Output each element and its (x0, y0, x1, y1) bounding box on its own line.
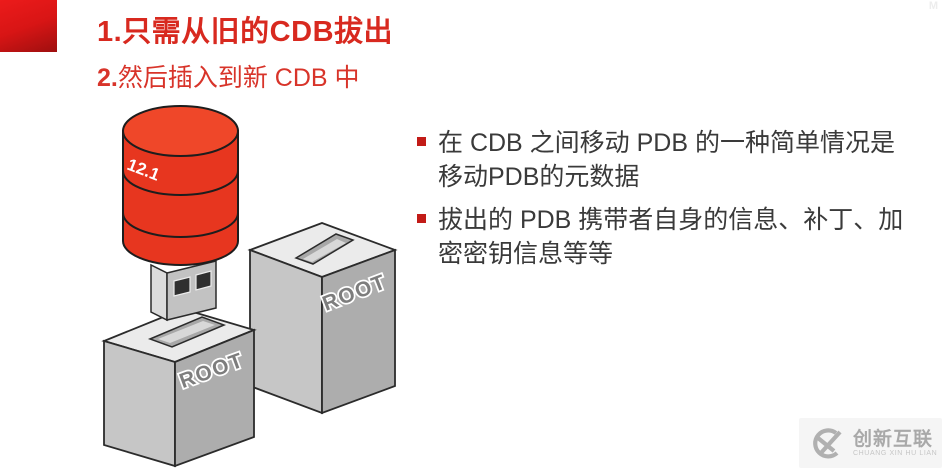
pdb-cylinder: 12.1 (122, 105, 239, 266)
bullet-2-line-1: 拔出的 PDB 携带者自身的信息、补丁、加 (438, 206, 904, 234)
usb-connector (150, 260, 217, 322)
usb-left-face (150, 263, 168, 322)
red-corner-block (0, 0, 57, 52)
pdb-unplug-diagram: ROOT ROOT ROOT ROOT 12.1 (101, 105, 398, 468)
box-right-left-face (249, 248, 323, 415)
bullet-text-2: 拔出的 PDB 携带者自身的信息、补丁、加 密密钥信息等等 (438, 203, 903, 271)
chuangxin-logo-icon (813, 428, 842, 459)
watermark-subtitle: CHUANG XIN HU LIAN (853, 450, 938, 457)
bullet-1-line-1: 在 CDB 之间移动 PDB 的一种简单情况是 (438, 129, 895, 157)
cylinder-body (122, 130, 239, 266)
box-right-front-face (321, 248, 396, 415)
watermark-text: 创新互联 CHUANG XIN HU LIAN (853, 429, 937, 457)
bullet-item-2: 拔出的 PDB 携带者自身的信息、补丁、加 密密钥信息等等 (413, 203, 942, 271)
subtitle-number: 2. (97, 64, 118, 92)
bullet-marker (417, 214, 426, 223)
bullet-marker (417, 137, 426, 146)
watermark: 创新互联 CHUANG XIN HU LIAN (799, 418, 942, 468)
bullet-text-1: 在 CDB 之间移动 PDB 的一种简单情况是 移动PDB的元数据 (438, 126, 895, 194)
cdb-box-right: ROOT ROOT (247, 222, 398, 415)
box-left-front-face (174, 328, 255, 468)
box-left-left-face (103, 339, 176, 468)
bullet-item-1: 在 CDB 之间移动 PDB 的一种简单情况是 移动PDB的元数据 (413, 126, 942, 194)
cdb-box-left: ROOT ROOT (101, 308, 257, 468)
cylinder-ring-1 (122, 170, 239, 196)
bullet-list: 在 CDB 之间移动 PDB 的一种简单情况是 移动PDB的元数据 拔出的 PD… (413, 126, 942, 280)
slide-subtitle: 2.然后插入到新 CDB 中 (97, 58, 360, 94)
bullet-1-line-2: 移动PDB的元数据 (438, 163, 640, 191)
subtitle-text: 然后插入到新 CDB 中 (117, 64, 360, 92)
corner-artifact: M (928, 0, 938, 12)
cylinder-top-face (122, 105, 239, 157)
cylinder-ring-2 (122, 212, 239, 238)
watermark-name: 创新互联 (853, 429, 934, 450)
usb-pin-hole-right (195, 270, 212, 291)
box-left-slot-floor (158, 321, 215, 343)
bullet-2-line-2: 密密钥信息等等 (438, 240, 614, 268)
box-right-slot-floor (303, 239, 346, 262)
usb-pin-hole-left (173, 276, 191, 297)
slide-title: 1.只需从旧的CDB拔出 (97, 16, 394, 48)
